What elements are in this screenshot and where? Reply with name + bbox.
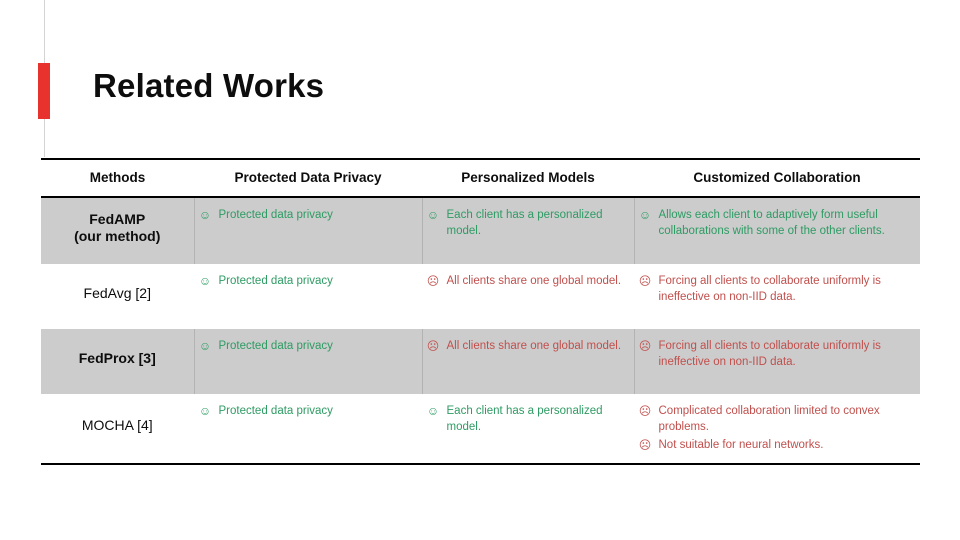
data-privacy-cell: ☺ Protected data privacy [193, 394, 422, 465]
method-name-line: FedProx [3] [78, 349, 156, 366]
bullet-text: Not suitable for neural networks. [658, 438, 824, 451]
smiling-face-icon: ☺ [198, 208, 212, 222]
bullet-list: ☺ Protected data privacy [199, 338, 414, 354]
page-title: Related Works [93, 67, 325, 104]
column-header-customized-collaboration: Customized Collaboration [634, 158, 920, 198]
bullet-item: ☺ Protected data privacy [199, 403, 414, 419]
method-name-cell: MOCHA [4] [41, 394, 194, 465]
bullet-list: ☹ Forcing all clients to collaborate unif… [639, 338, 913, 371]
method-name-line: MOCHA [4] [81, 416, 153, 433]
method-name-subline: (our method) [74, 228, 161, 244]
bullet-item: ☹ All clients share one global model. [427, 338, 626, 354]
method-name-cell: FedAvg [2] [41, 264, 194, 329]
bullet-list: ☺ Each client has a personalized model. [427, 207, 626, 240]
bullet-text: All clients share one global model. [446, 340, 622, 352]
personalized-models-cell: ☹ All clients share one global model. [421, 264, 634, 329]
table-row: FedAMP(our method) ☺ Protected data privac… [41, 197, 920, 264]
table-header-row: Methods Protected Data Privacy Personali… [41, 158, 920, 198]
data-privacy-cell: ☺ Protected data privacy [193, 264, 422, 329]
bullet-text: Each client has a personalized model. [446, 405, 603, 434]
bullet-item: ☺ Each client has a personalized model. [427, 403, 626, 436]
bullet-text: Forcing all clients to collaborate unifo… [658, 275, 881, 304]
bullet-list: ☹ Forcing all clients to collaborate unif… [639, 273, 913, 306]
bullet-item: ☺ Allows each client to adaptively form u… [639, 207, 913, 240]
data-privacy-cell: ☺ Protected data privacy [193, 197, 422, 264]
table-row: MOCHA [4] ☺ Protected data privacy ☺ Each cl… [41, 394, 920, 465]
bullet-item: ☺ Protected data privacy [199, 338, 414, 354]
bullet-text: Allows each client to adaptively form us… [658, 209, 885, 238]
method-name-line: FedAMP [89, 210, 146, 227]
frowning-face-icon: ☹ [426, 274, 440, 288]
bullet-item: ☺ Each client has a personalized model. [427, 207, 626, 240]
bullet-list: ☺ Protected data privacy [199, 273, 414, 289]
bullet-list: ☹ All clients share one global model. [427, 338, 626, 354]
bullet-list: ☹ All clients share one global model. [427, 273, 626, 289]
bullet-item: ☹ Forcing all clients to collaborate unif… [639, 273, 913, 306]
bullet-text: Protected data privacy [218, 275, 333, 287]
bullet-list: ☺ Protected data privacy [199, 207, 414, 223]
bullet-item: ☺ Protected data privacy [199, 207, 414, 223]
smiling-face-icon: ☺ [198, 274, 212, 288]
frowning-face-icon: ☹ [638, 404, 652, 418]
bullet-list: ☺ Allows each client to adaptively form u… [639, 207, 913, 240]
frowning-face-icon: ☹ [638, 274, 652, 288]
bullet-text: Protected data privacy [218, 340, 333, 352]
personalized-models-cell: ☹ All clients share one global model. [421, 329, 634, 394]
smiling-face-icon: ☺ [638, 208, 652, 222]
personalized-models-cell: ☺ Each client has a personalized model. [421, 394, 634, 465]
related-works-table: Methods Protected Data Privacy Personali… [41, 158, 920, 465]
customized-collaboration-cell: ☹ Forcing all clients to collaborate unif… [633, 329, 920, 394]
bullet-list: ☺ Each client has a personalized model. [427, 403, 626, 436]
bullet-item: ☹ Forcing all clients to collaborate unif… [639, 338, 913, 371]
table-row: FedAvg [2] ☺ Protected data privacy ☹ All cl… [41, 264, 920, 329]
column-header-methods: Methods [41, 158, 194, 198]
customized-collaboration-cell: ☹ Forcing all clients to collaborate unif… [633, 264, 920, 329]
smiling-face-icon: ☺ [198, 404, 212, 418]
smiling-face-icon: ☺ [426, 208, 440, 222]
frowning-face-icon: ☹ [638, 437, 652, 452]
bullet-item: ☹ All clients share one global model. [427, 273, 626, 289]
method-name-cell: FedProx [3] [41, 329, 194, 394]
bullet-text: Complicated collaboration limited to con… [658, 405, 880, 434]
personalized-models-cell: ☺ Each client has a personalized model. [421, 197, 634, 264]
table-row: FedProx [3] ☺ Protected data privacy ☹ All c… [41, 329, 920, 394]
bullet-list: ☺ Protected data privacy [199, 403, 414, 419]
table-body: FedAMP(our method) ☺ Protected data privac… [41, 197, 920, 465]
bullet-text: Each client has a personalized model. [446, 209, 603, 238]
bullet-item: ☹ Not suitable for neural networks. [639, 437, 913, 453]
smiling-face-icon: ☺ [426, 404, 440, 418]
method-name-line: FedAvg [2] [83, 284, 151, 301]
bullet-item: ☹ Complicated collaboration limited to co… [639, 403, 913, 436]
data-privacy-cell: ☺ Protected data privacy [193, 329, 422, 394]
bullet-list: ☹ Complicated collaboration limited to co… [639, 403, 913, 453]
comparison-table-container: Methods Protected Data Privacy Personali… [41, 158, 920, 465]
column-header-personalized-models: Personalized Models [422, 158, 634, 198]
table-header: Methods Protected Data Privacy Personali… [41, 158, 920, 198]
column-header-data-privacy: Protected Data Privacy [194, 158, 422, 198]
customized-collaboration-cell: ☺ Allows each client to adaptively form u… [633, 197, 920, 264]
frowning-face-icon: ☹ [638, 339, 652, 353]
title-accent-bar [38, 63, 50, 119]
method-name-cell: FedAMP(our method) [41, 197, 194, 264]
customized-collaboration-cell: ☹ Complicated collaboration limited to co… [633, 394, 920, 465]
frowning-face-icon: ☹ [426, 339, 440, 353]
bullet-text: Forcing all clients to collaborate unifo… [658, 340, 881, 369]
bullet-item: ☺ Protected data privacy [199, 273, 414, 289]
bullet-text: Protected data privacy [218, 405, 333, 417]
bullet-text: All clients share one global model. [446, 275, 622, 287]
smiling-face-icon: ☺ [198, 339, 212, 353]
bullet-text: Protected data privacy [218, 209, 333, 221]
